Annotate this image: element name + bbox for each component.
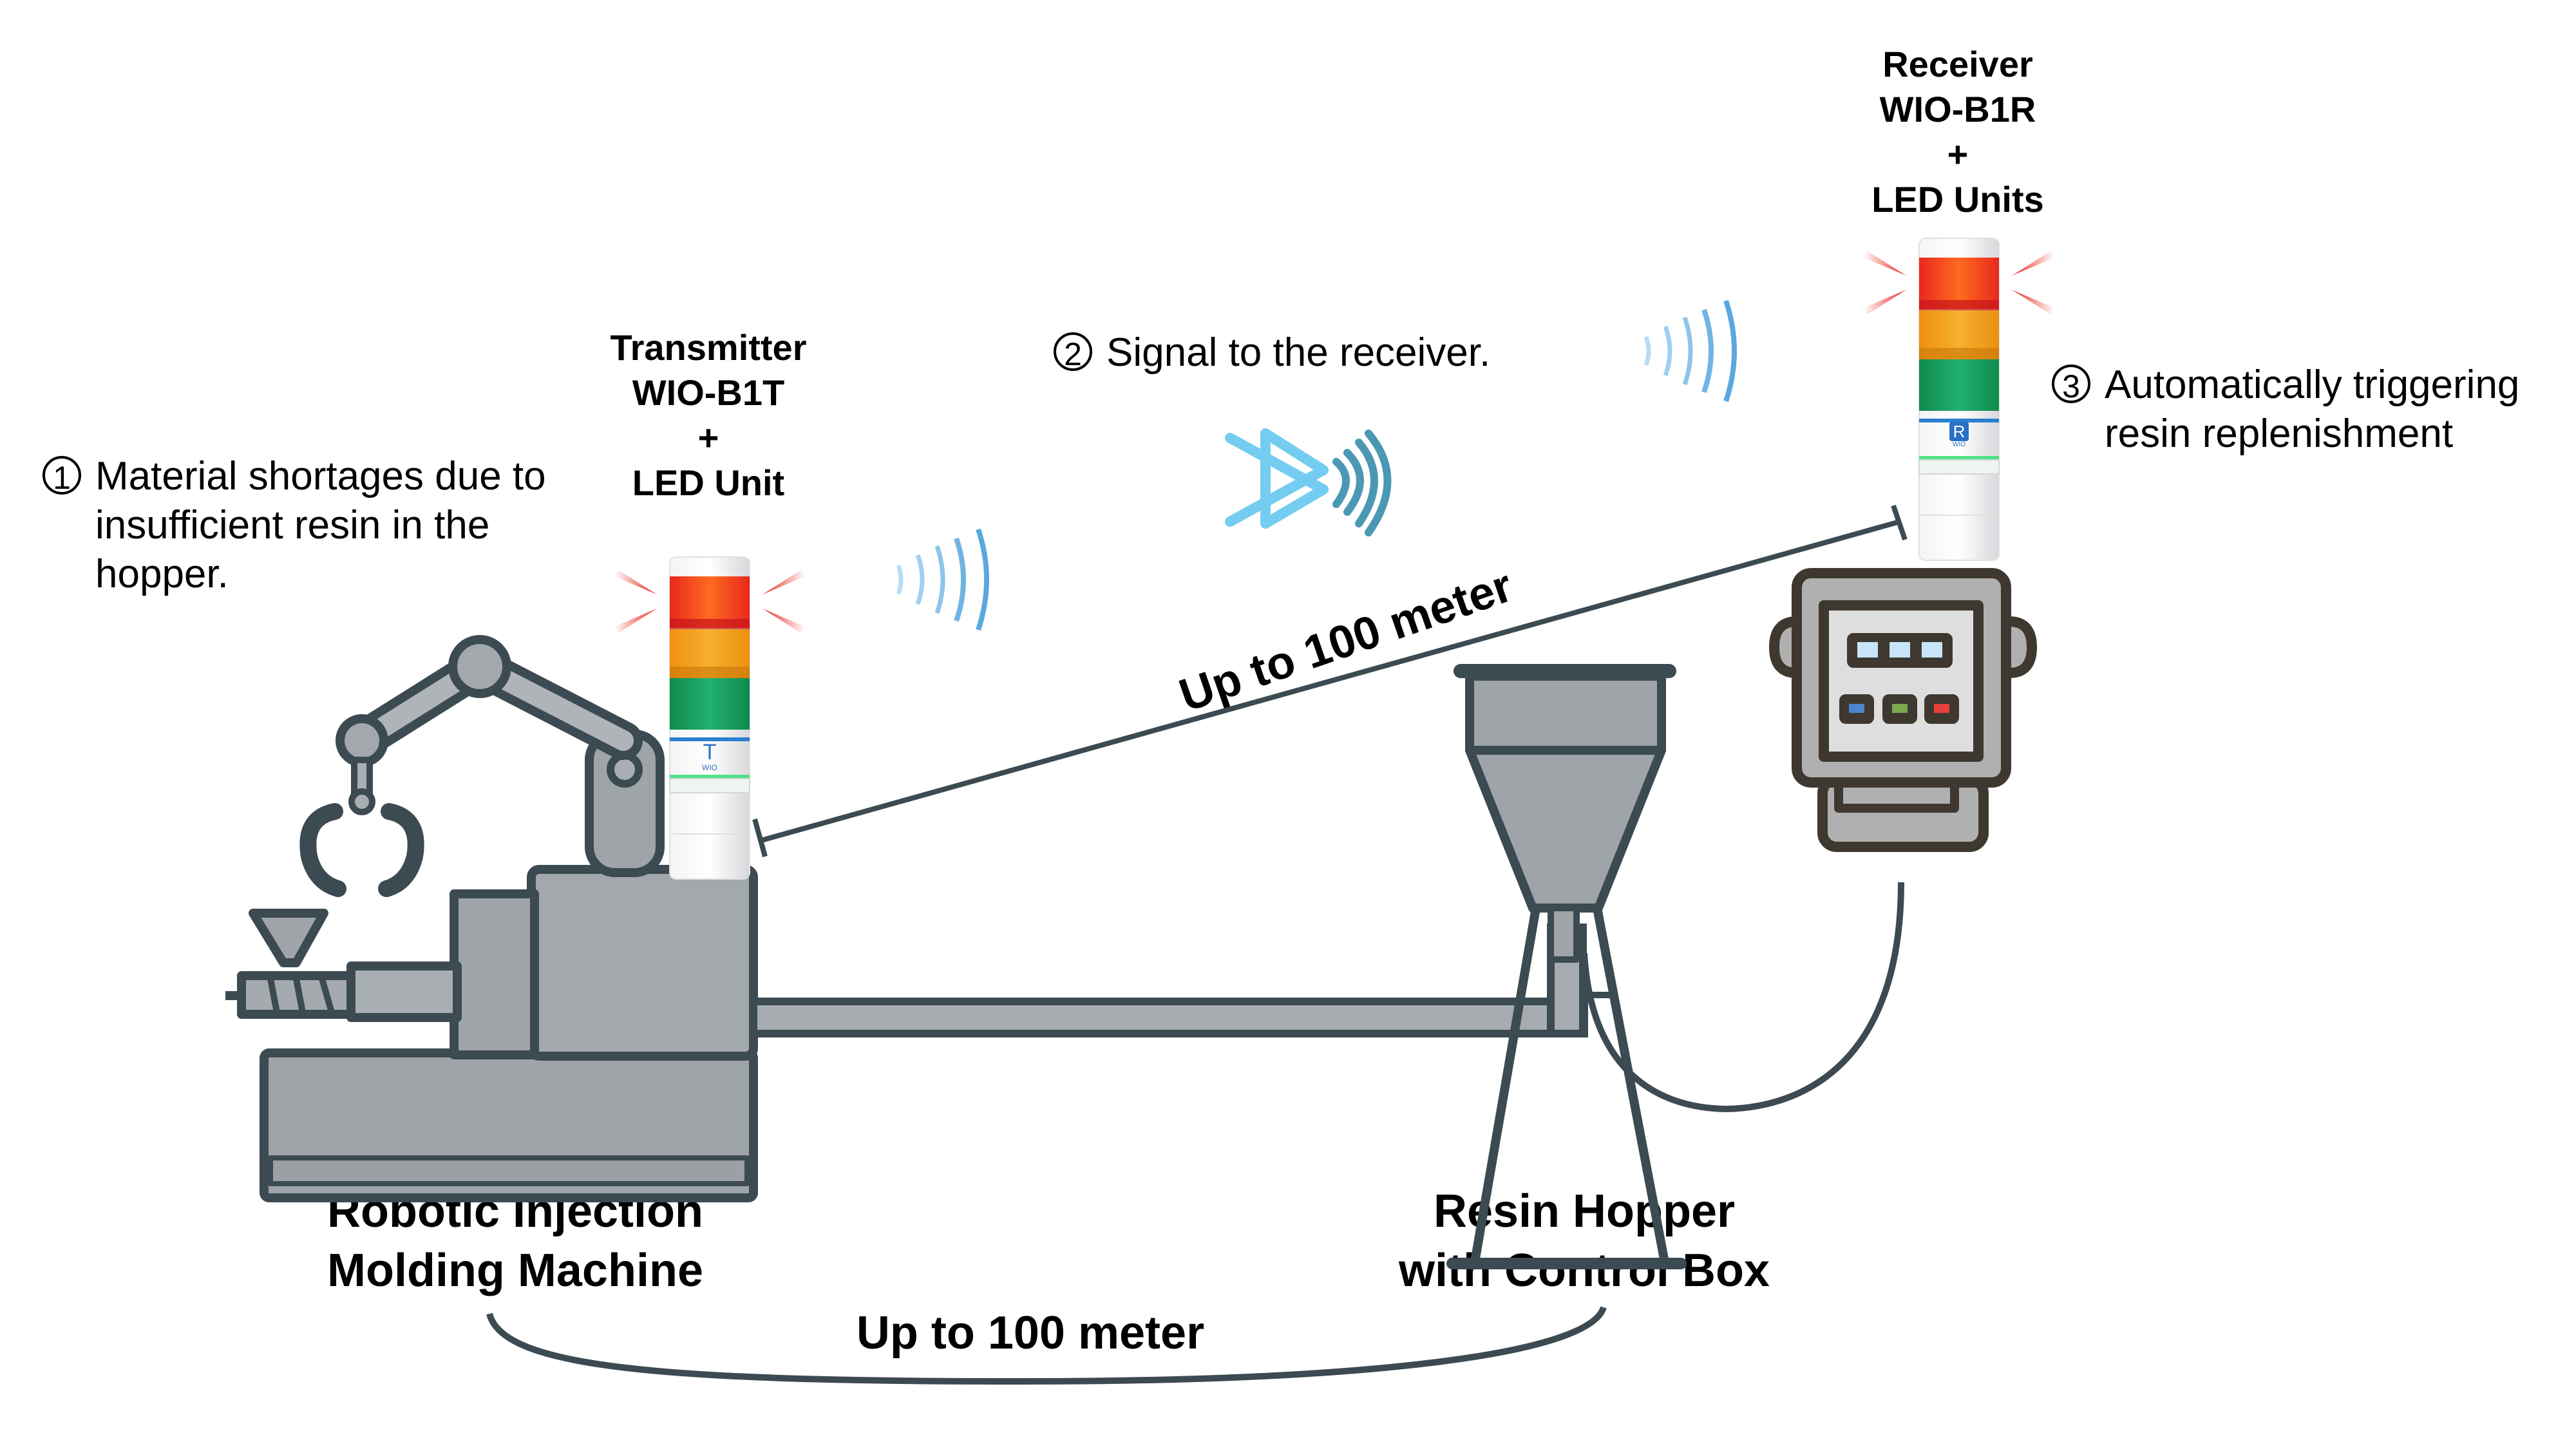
- step-3-text-line: resin replenishment: [2105, 412, 2454, 456]
- receiver-model: WIO-B1R: [1879, 89, 2036, 129]
- injection-machine-label-line: Molding Machine: [327, 1245, 703, 1296]
- receiver-label: Receiver WIO-B1R + LED Units: [1816, 42, 2099, 222]
- bluetooth-icon: [1225, 428, 1392, 536]
- step-1-text-line: hopper.: [95, 552, 229, 596]
- step-3-number: 3: [2052, 365, 2090, 404]
- receiver-badge-letter: R: [1949, 422, 1969, 441]
- step-1-annotation: 1 Material shortages due to insufficient…: [43, 452, 546, 599]
- receiver-plus: +: [1947, 134, 1969, 175]
- transmitter-label: Transmitter WIO-B1T + LED Unit: [567, 325, 850, 506]
- receiver-badge: R WIO: [1919, 422, 1999, 449]
- step-2-text-line: Signal to the receiver.: [1106, 330, 1491, 375]
- wireless-range-line: [752, 504, 1908, 858]
- step-1-text-line: insufficient resin in the: [95, 503, 490, 547]
- wired-range-label: Up to 100 meter: [856, 1307, 1205, 1359]
- transmitter-badge-letter: T: [703, 740, 717, 764]
- hopper-label-line: with Control Box: [1399, 1245, 1770, 1296]
- control-cable: [1581, 882, 1904, 1113]
- transmitter-plus: +: [697, 417, 719, 458]
- step-2-annotation: 2 Signal to the receiver.: [1054, 328, 1490, 377]
- control-box: [1769, 568, 2037, 852]
- transmitter-model: WIO-B1T: [632, 372, 785, 413]
- transmitter-badge-sub: WIO: [702, 763, 717, 772]
- transmitter-led: LED Unit: [632, 462, 785, 503]
- receiver-title: Receiver: [1882, 44, 2033, 84]
- signal-waves-icon: [1646, 301, 1734, 401]
- resin-feed-pipe: [750, 923, 1588, 1037]
- step-1-text-line: Material shortages due to: [95, 454, 546, 498]
- step-2-number: 2: [1054, 332, 1092, 372]
- resin-hopper: [1446, 664, 1687, 1269]
- receiver-badge-sub: WIO: [1953, 441, 1965, 448]
- signal-waves-icon: [898, 529, 987, 630]
- step-3-annotation: 3 Automatically triggering resin repleni…: [2052, 361, 2519, 459]
- step-1-number: 1: [43, 456, 81, 496]
- transmitter-title: Transmitter: [610, 327, 807, 368]
- receiver-signal-tower: [1864, 238, 2054, 561]
- wired-range-arc: [486, 1306, 1607, 1385]
- transmitter-badge: T WIO: [670, 741, 750, 772]
- step-3-text-line: Automatically triggering: [2105, 363, 2520, 407]
- receiver-led: LED Units: [1871, 179, 2044, 220]
- injection-molding-machine: [225, 635, 758, 1202]
